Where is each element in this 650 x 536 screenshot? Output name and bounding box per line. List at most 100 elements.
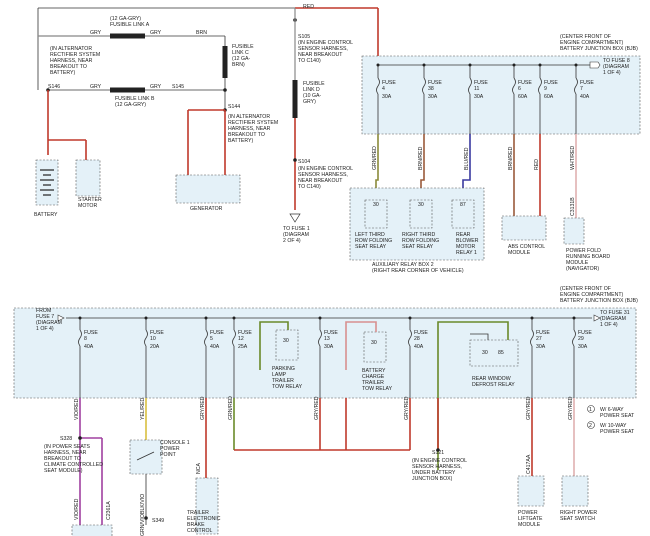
legend-1-num: 1 bbox=[589, 407, 592, 413]
wire-gry: GRY bbox=[90, 84, 102, 90]
power-liftgate-module bbox=[517, 475, 545, 507]
c3131b-label: C3131B bbox=[570, 197, 576, 216]
right-third-row-folding-seat-relay bbox=[409, 199, 433, 229]
legend-2-num: 2 bbox=[589, 423, 592, 429]
left-third-row-folding-seat-relay bbox=[364, 199, 388, 229]
fuse-amp: 30A bbox=[578, 344, 588, 350]
wire-color: WHT/RED bbox=[570, 146, 576, 170]
wire-red: RED bbox=[303, 4, 314, 10]
wire-color: YEL/RED bbox=[140, 398, 146, 420]
wire-color: GRY/RED bbox=[314, 396, 320, 420]
generator-label: GENERATOR bbox=[190, 206, 223, 212]
wire-color: GRY/RED bbox=[568, 396, 574, 420]
c417aa-label: C417AA bbox=[526, 454, 532, 474]
relay-pin: 30 bbox=[371, 340, 377, 346]
wire-gry: GRY bbox=[150, 84, 162, 90]
wire-color: VIO/RED bbox=[74, 398, 80, 420]
fuse-amp: 30A bbox=[382, 94, 392, 100]
fusible-link-c bbox=[222, 46, 228, 78]
fuse-amp: 40A bbox=[414, 344, 424, 350]
c2361a-label: C2361A bbox=[106, 501, 112, 520]
s145-label: S145 bbox=[172, 84, 184, 90]
to-fuse-1-arrow bbox=[289, 213, 301, 223]
relay-pin: 87 bbox=[460, 202, 466, 208]
wire-color: BRN/RED bbox=[418, 146, 424, 170]
legend-marker-2 bbox=[587, 421, 595, 429]
fusible-link-d bbox=[292, 80, 298, 118]
wire-color: GRN/RED bbox=[372, 146, 378, 170]
battery bbox=[35, 159, 59, 206]
s146-label: S146 bbox=[48, 84, 60, 90]
wire-color: GRY/RED bbox=[200, 396, 206, 420]
s121-label: S121 bbox=[432, 450, 444, 456]
trailer-electronic-brake-control bbox=[195, 477, 219, 535]
fuse-amp: 30A bbox=[474, 94, 484, 100]
wire-color: RED bbox=[534, 159, 540, 170]
wire-grn-vio: GRN/VIO bbox=[140, 514, 146, 536]
fuse-amp: 60A bbox=[544, 94, 554, 100]
fusible-link-b bbox=[110, 87, 145, 93]
wire-color: BLU/RED bbox=[464, 147, 470, 170]
rear-window-defrost-relay bbox=[469, 339, 519, 367]
fuse-amp: 25A bbox=[238, 344, 248, 350]
fuse-amp: 40A bbox=[580, 94, 590, 100]
right-power-seat-switch bbox=[561, 475, 589, 507]
s349-label: S349 bbox=[152, 518, 164, 524]
power-fold-running-board-module bbox=[563, 217, 585, 245]
fuse-amp: 40A bbox=[84, 344, 94, 350]
fuse-amp: 30A bbox=[428, 94, 438, 100]
rear-blower-motor-relay-1 bbox=[451, 199, 475, 229]
fuse-amp: 20A bbox=[150, 344, 160, 350]
relay-pin: 30 bbox=[373, 202, 379, 208]
wire-gry: GRY bbox=[150, 30, 162, 36]
battery-label: BATTERY bbox=[34, 212, 58, 218]
s104-label: S104 bbox=[298, 159, 310, 165]
wire-blk-vio: BLK/VIO bbox=[140, 494, 146, 514]
wire-vio-red: VIO/RED bbox=[74, 498, 80, 520]
s144-label: S144 bbox=[228, 104, 240, 110]
wire-color: GRY/RED bbox=[404, 396, 410, 420]
fusible-link-b-label: FUSIBLE LINK B(12 GA-GRY) bbox=[115, 96, 155, 108]
